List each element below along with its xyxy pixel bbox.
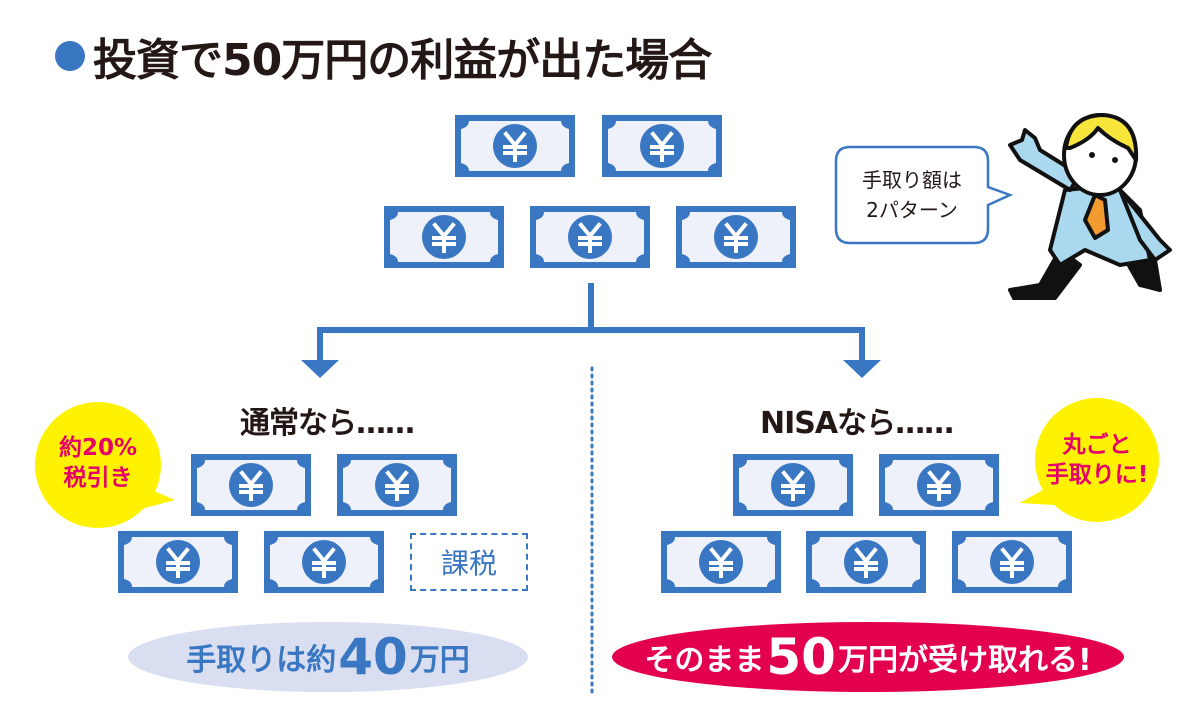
title-text: 投資で50万円の利益が出た場合 — [93, 35, 712, 86]
nisa-note-line-1: 丸ごと — [1062, 432, 1132, 458]
yen-bill-icon — [733, 454, 853, 516]
arrow-left-icon — [301, 360, 339, 378]
nisa-result-suffix: 万円が受け取れる! — [837, 643, 1092, 678]
nisa-note-bubble: 丸ごと 手取りに! — [1015, 398, 1165, 528]
nisa-result: そのまま 50 万円が受け取れる! — [612, 622, 1124, 692]
yen-bill-icon — [264, 531, 384, 593]
normal-result-prefix: 手取りは約 — [186, 643, 337, 678]
arrow-right-icon — [843, 360, 881, 378]
nisa-heading: NISAなら…… — [760, 406, 954, 441]
yen-bill-icon — [806, 531, 926, 593]
yen-bill-icon — [337, 454, 457, 516]
normal-result-number: 40 — [338, 628, 408, 686]
title-bullet-icon — [55, 41, 85, 71]
tax-box: 課税 — [410, 533, 528, 591]
normal-heading: 通常なら…… — [240, 406, 415, 441]
yen-bill-icon — [952, 531, 1072, 593]
yen-bill-icon — [384, 206, 504, 268]
tax-note-line-1: 約20% — [58, 435, 138, 461]
speech-line-2: 2パターン — [866, 198, 958, 222]
yen-bill-icon — [676, 206, 796, 268]
branch-line — [317, 327, 865, 365]
nisa-result-number: 50 — [766, 628, 836, 686]
nisa-result-prefix: そのまま — [644, 643, 765, 678]
yen-bill-icon — [118, 531, 238, 593]
yen-bill-icon — [602, 115, 722, 177]
businessman-character-icon — [1008, 113, 1172, 300]
yen-bill-icon — [530, 206, 650, 268]
tax-note-line-2: 税引き — [63, 465, 133, 491]
yen-bill-icon — [191, 454, 311, 516]
tax-note-bubble: 約20% 税引き — [30, 400, 180, 530]
nisa-note-line-2: 手取りに! — [1045, 462, 1149, 488]
speech-line-1: 手取り額は — [862, 168, 962, 192]
page-title: 投資で50万円の利益が出た場合 — [55, 26, 712, 86]
yen-bill-icon — [661, 531, 781, 593]
normal-result-suffix: 万円 — [409, 643, 470, 678]
yen-bill-icon — [879, 454, 999, 516]
yen-bill-icon — [455, 115, 575, 177]
normal-result: 手取りは約 40 万円 — [128, 622, 528, 692]
tax-label: 課税 — [440, 547, 497, 580]
